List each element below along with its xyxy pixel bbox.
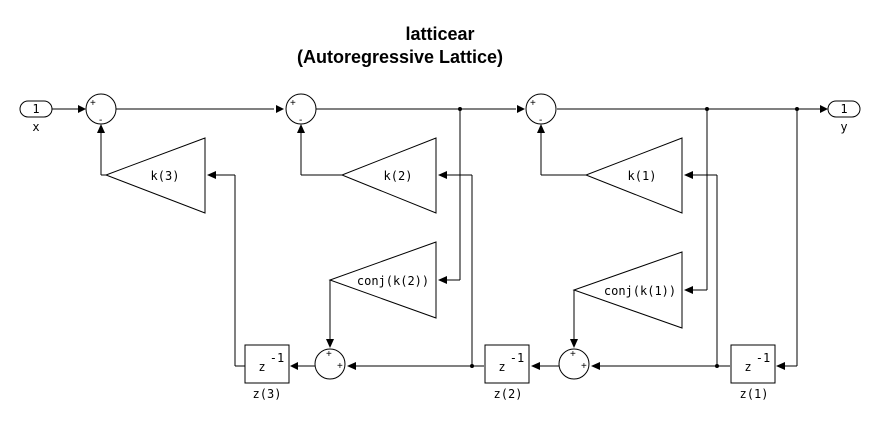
output-port-number: 1 [840, 102, 847, 116]
svg-text:z: z [744, 360, 751, 374]
svg-text:z: z [258, 360, 265, 374]
output-port[interactable]: 1 [827, 100, 861, 118]
svg-text:+: + [326, 349, 332, 360]
svg-text:conj(k(1)): conj(k(1)) [604, 284, 676, 298]
sum-block-2[interactable]: + - [285, 93, 317, 126]
svg-text:conj(k(2)): conj(k(2)) [357, 274, 429, 288]
diagram-title: latticear [405, 24, 474, 44]
output-port-name: y [840, 120, 847, 134]
gain-conj-k2[interactable]: conj(k(2)) [328, 241, 437, 319]
delay-z3[interactable]: z -1 [244, 344, 290, 384]
svg-text:-1: -1 [270, 351, 284, 365]
svg-text:+: + [90, 98, 96, 109]
gain-k3[interactable]: k(3) [104, 137, 206, 214]
delay-z1-label: z(1) [740, 387, 769, 401]
gain-conj-k1[interactable]: conj(k(1)) [572, 251, 683, 329]
delay-z3-label: z(3) [253, 387, 282, 401]
input-port-name: x [32, 120, 39, 134]
sum-block-4[interactable]: + + [314, 348, 346, 380]
delay-z1[interactable]: z -1 [730, 344, 776, 384]
svg-text:-1: -1 [756, 351, 770, 365]
svg-text:k(1): k(1) [628, 169, 657, 183]
svg-text:-: - [539, 115, 542, 126]
input-port-number: 1 [32, 102, 39, 116]
svg-text:z: z [498, 360, 505, 374]
input-port[interactable]: 1 [19, 100, 53, 118]
sum-block-3[interactable]: + - [525, 93, 557, 126]
svg-text:+: + [290, 98, 296, 109]
diagram-subtitle: (Autoregressive Lattice) [297, 47, 503, 67]
svg-text:-: - [299, 115, 302, 126]
gain-k1[interactable]: k(1) [584, 137, 683, 214]
svg-text:+: + [337, 361, 343, 372]
svg-text:-: - [99, 115, 102, 126]
svg-text:-1: -1 [510, 351, 524, 365]
delay-z2[interactable]: z -1 [484, 344, 530, 384]
sum-block-5[interactable]: + + [558, 348, 590, 380]
svg-text:+: + [581, 361, 587, 372]
svg-text:k(3): k(3) [151, 169, 180, 183]
gain-k2[interactable]: k(2) [340, 137, 437, 214]
svg-text:+: + [570, 349, 576, 360]
svg-text:k(2): k(2) [384, 169, 413, 183]
sum-block-1[interactable]: + - [85, 93, 117, 126]
svg-text:+: + [530, 98, 536, 109]
delay-z2-label: z(2) [494, 387, 523, 401]
